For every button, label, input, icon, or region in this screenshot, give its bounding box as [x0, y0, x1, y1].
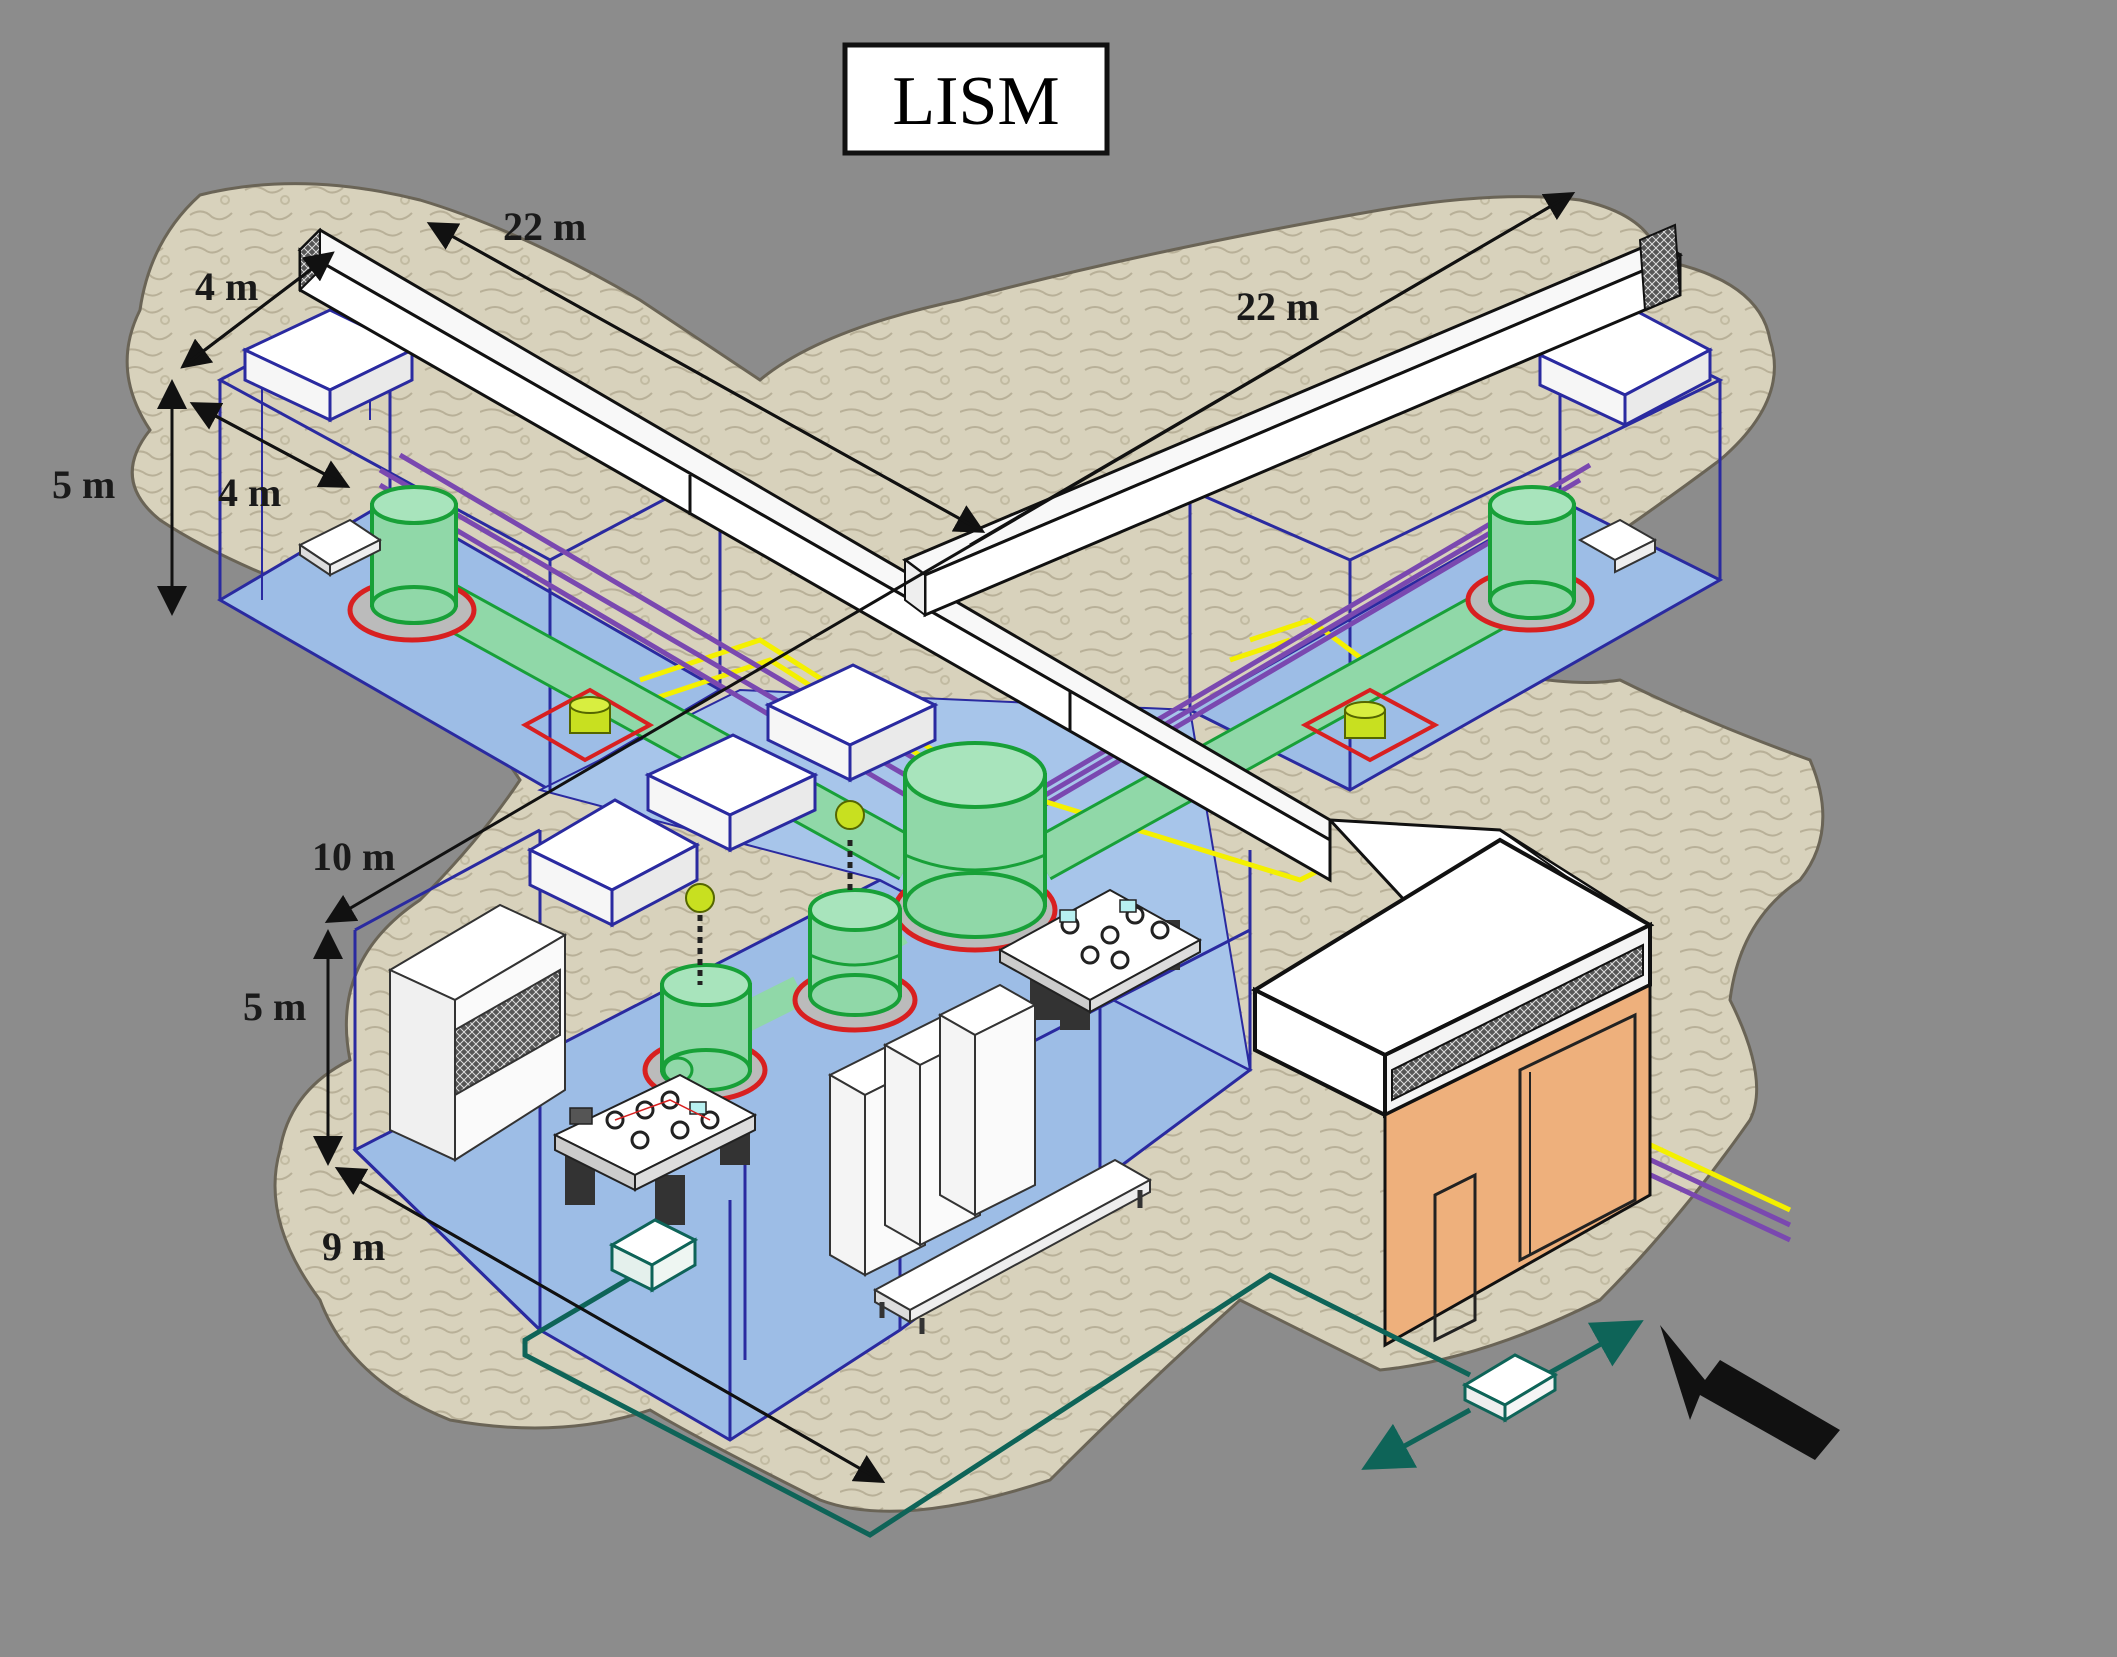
dim-label-arm-left: 22 m: [503, 204, 586, 249]
dim-label-central-height: 5 m: [243, 984, 306, 1029]
electronics-cabinet: [387, 903, 568, 1162]
dim-label-central-length: 10 m: [312, 834, 395, 879]
work-bench: [872, 1158, 1153, 1334]
end-vacuum-tank-left: [347, 485, 477, 643]
central-vacuum-tank-main: [892, 741, 1058, 953]
end-vacuum-tank-right: [1465, 485, 1595, 633]
clean-room-hood-right-end: [1536, 303, 1714, 428]
dim-label-arm-right: 22 m: [1236, 284, 1319, 329]
dim-label-tube-depth: 4 m: [218, 470, 281, 515]
central-vacuum-tank-mid: [792, 888, 918, 1033]
dim-label-end-room-height: 5 m: [52, 462, 115, 507]
pump-right: [1300, 687, 1440, 763]
clean-room-hood-central-1: [764, 663, 939, 783]
clean-room-hood-central-2: [644, 733, 819, 853]
dim-label-tube-width: 4 m: [195, 264, 258, 309]
dim-label-central-width: 9 m: [322, 1224, 385, 1269]
network-box-indoor: [608, 1218, 699, 1293]
optical-table-right: [997, 888, 1203, 1030]
optical-table-left: [552, 1073, 758, 1225]
electronics-rack-3: [937, 983, 1038, 1217]
pump-left: [520, 687, 655, 763]
vacuum-tube-arm-right: [902, 223, 1683, 618]
central-vacuum-tank-front: [642, 963, 768, 1103]
clean-room-hood-central-3: [526, 798, 701, 928]
bench-left-end: [298, 518, 382, 577]
entrance-arrow-icon: [1660, 1325, 1840, 1460]
entrance-building: [1250, 837, 1655, 1348]
title-box: LISM: [842, 42, 1110, 156]
page-title: LISM: [892, 63, 1059, 140]
bench-right-end: [1577, 518, 1658, 574]
ion-pumps: [685, 800, 865, 985]
network-box-outdoor: [1461, 1353, 1559, 1423]
dimension-arrows: [157, 191, 1576, 1483]
